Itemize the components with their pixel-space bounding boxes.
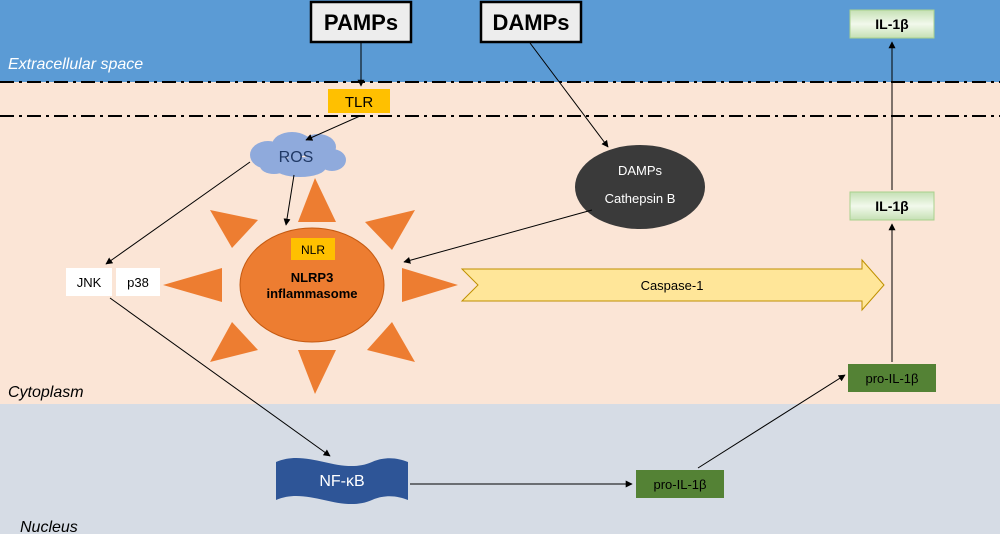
extracellular-label: Extracellular space <box>8 56 143 73</box>
damps-cathepsin-ellipse <box>575 145 705 229</box>
caspase-1-arrow <box>460 258 885 312</box>
ray-bottom <box>298 350 336 394</box>
ros-cloud <box>250 132 346 177</box>
damps-inner-label: DAMPs <box>618 163 663 178</box>
ros-label: ROS <box>279 149 314 166</box>
il1b-cytoplasm-box <box>849 191 935 221</box>
tlr-box <box>328 89 390 113</box>
ray-top-right <box>365 210 415 250</box>
nfkb-flag <box>276 457 408 505</box>
arrow-tlr-ros <box>305 115 361 141</box>
ray-right <box>402 268 458 302</box>
nucleus-region <box>0 404 1000 534</box>
cytoplasm-region <box>0 82 1000 404</box>
il1b-cytoplasm-label: IL-1β <box>875 198 909 214</box>
arrow-ros-jnk <box>105 161 251 265</box>
p38-label: p38 <box>127 275 149 290</box>
inflammasome-label: inflammasome <box>266 286 357 301</box>
damps-box <box>479 0 583 44</box>
cathepsin-b-label: Cathepsin B <box>605 191 676 206</box>
ray-bottom-right <box>367 322 415 362</box>
ray-bottom-left <box>210 322 258 362</box>
il1b-extracellular-box <box>849 9 935 39</box>
p38-box <box>116 268 160 296</box>
jnk-box <box>66 268 112 296</box>
pamps-label: PAMPs <box>324 10 398 35</box>
arrow-pro-il1b-up <box>697 374 846 469</box>
damps-label: DAMPs <box>492 10 569 35</box>
pathway-arrows <box>105 41 896 488</box>
arrow-cathepsin-inflammasome <box>403 209 593 264</box>
nlr-box <box>291 238 335 260</box>
pro-il1b-cytoplasm-label: pro-IL-1β <box>866 371 919 386</box>
cytoplasm-label: Cytoplasm <box>8 384 84 401</box>
arrow-ros-inflammasome <box>283 174 295 226</box>
nucleus-label: Nucleus <box>20 519 78 534</box>
ray-top-left <box>210 210 258 248</box>
inflammasome-rays <box>163 178 458 394</box>
ray-left <box>163 268 222 302</box>
pro-il1b-nucleus-box <box>636 470 724 498</box>
il1b-extracellular-label: IL-1β <box>875 16 909 32</box>
jnk-label: JNK <box>77 275 102 290</box>
ray-top <box>298 178 336 222</box>
pro-il1b-cytoplasm-box <box>848 364 936 392</box>
pamps-box <box>309 0 413 44</box>
nlr-label: NLR <box>301 243 325 257</box>
caspase-1-label: Caspase-1 <box>641 278 704 293</box>
nlrp3-inflammasome <box>239 227 385 343</box>
arrow-p38-nfkb <box>109 297 331 457</box>
tlr-label: TLR <box>345 94 374 111</box>
nfkb-label: NF-κB <box>319 473 364 490</box>
pro-il1b-nucleus-label: pro-IL-1β <box>654 477 707 492</box>
nlrp3-label: NLRP3 <box>291 270 334 285</box>
arrow-damps-ellipse <box>529 42 609 148</box>
